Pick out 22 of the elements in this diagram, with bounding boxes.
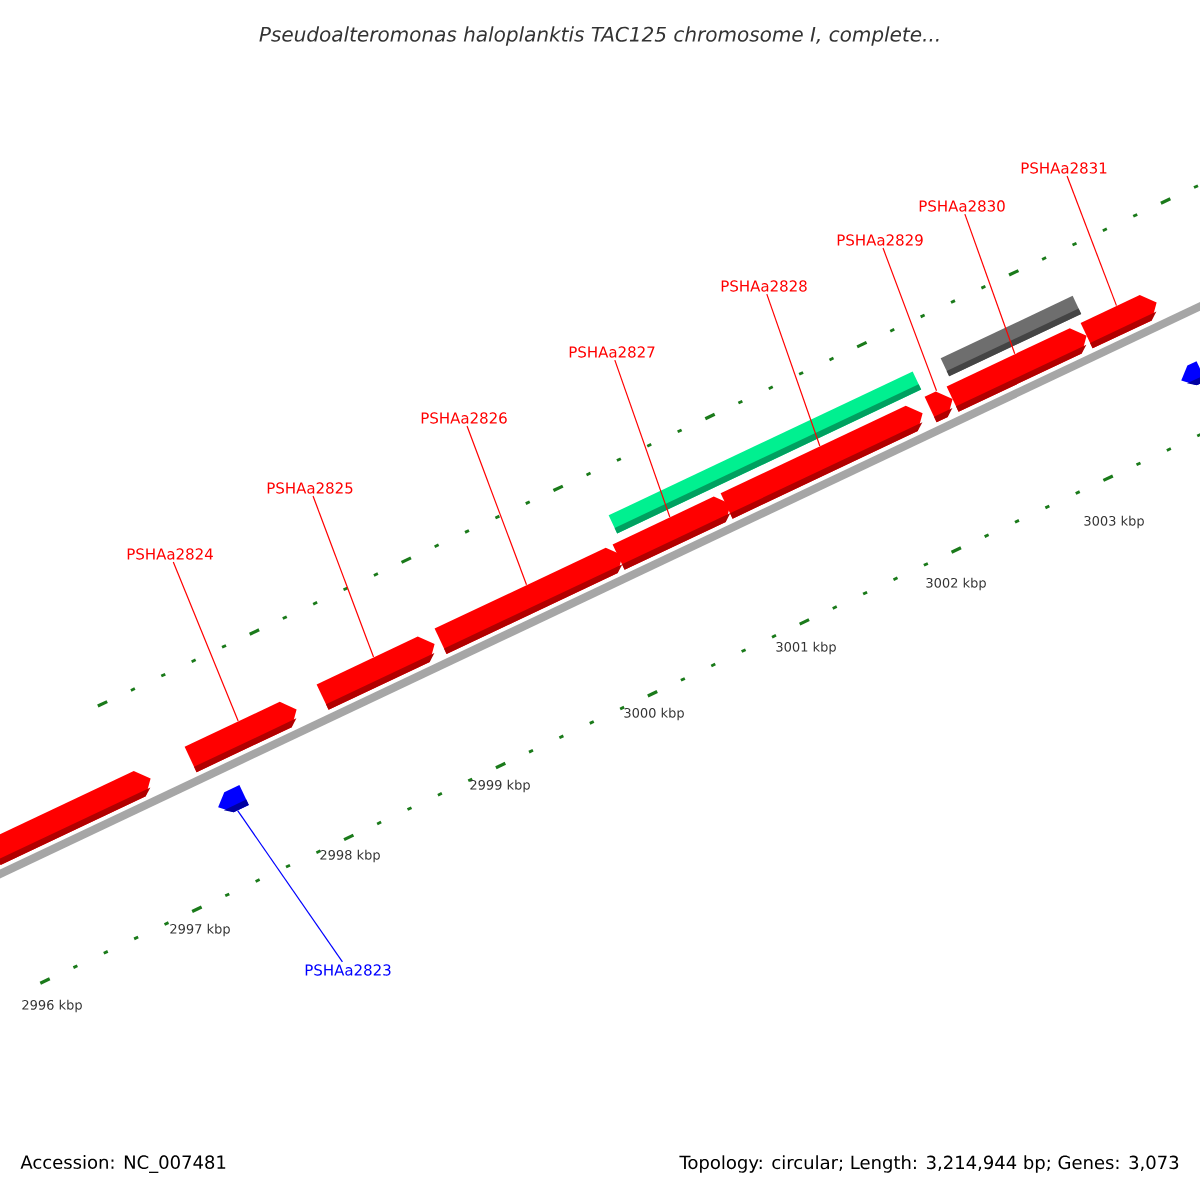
leader-line [466,425,528,586]
gene-feature [1181,361,1200,386]
leader-line [172,561,239,722]
gene-feature [1080,295,1157,349]
footer-text: Topology: circular; Length: 3,214,944 bp; Genes: 3,073 [679,1155,1179,1173]
gene-feature [434,547,623,654]
leader-line [312,495,375,658]
gene-feature [0,770,151,865]
gene-feature [184,701,297,773]
leader-line [237,810,344,963]
leader-line [882,247,938,392]
leader-line [614,359,671,518]
gene-feature [924,391,953,423]
gene-feature [316,636,435,710]
leader-line [1066,175,1118,307]
gene-feature [720,405,923,519]
gene-feature [218,785,249,813]
footer-text: Accession: NC_007481 [20,1155,226,1173]
gene-feature [946,328,1087,412]
leader-line [766,293,821,447]
title: Pseudoalteromonas haloplanktis TAC125 chromosome I, complete... [259,26,939,46]
leader-line [964,213,1016,355]
